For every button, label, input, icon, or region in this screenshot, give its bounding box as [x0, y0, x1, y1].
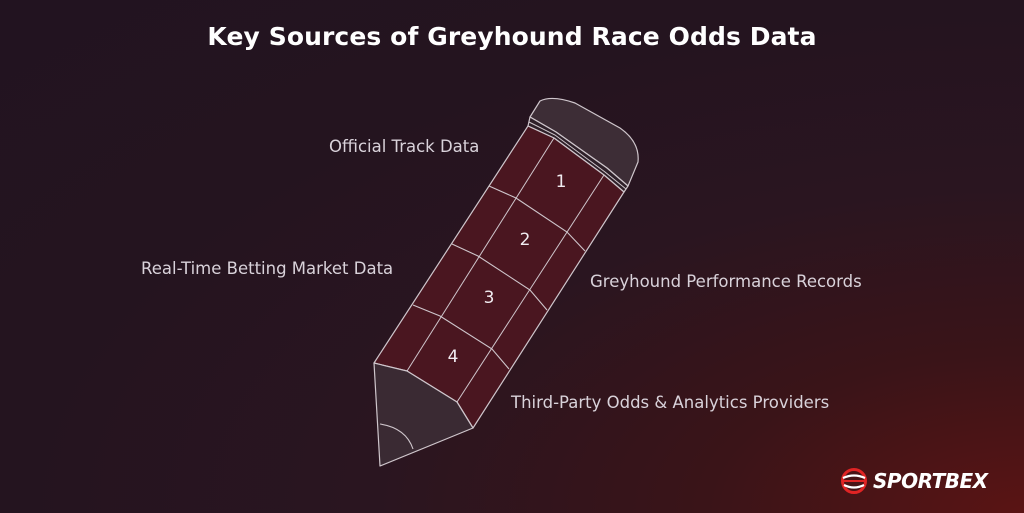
segment-label-3: Greyhound Performance Records: [590, 272, 862, 291]
segment-divider-1: [488, 185, 586, 252]
segment-label-1: Official Track Data: [329, 137, 480, 156]
pencil-tip: [373, 362, 474, 467]
segment-divider-3: [412, 304, 510, 370]
segment-divider-2: [451, 243, 548, 311]
diagram-title: Key Sources of Greyhound Race Odds Data: [207, 22, 817, 51]
brand-name: SPORTBEX: [873, 469, 988, 493]
segment-label-2: Real-Time Betting Market Data: [141, 259, 394, 278]
segment-number-1: 1: [556, 172, 567, 192]
sportbex-ball-icon: [841, 468, 867, 494]
pencil-eraser: [529, 97, 639, 187]
segment-number-4: 4: [448, 347, 459, 367]
segment-label-4: Third-Party Odds & Analytics Providers: [511, 393, 830, 412]
segment-number-2: 2: [520, 230, 531, 250]
segment-number-3: 3: [484, 288, 495, 308]
brand-logo: SPORTBEX: [840, 466, 988, 496]
